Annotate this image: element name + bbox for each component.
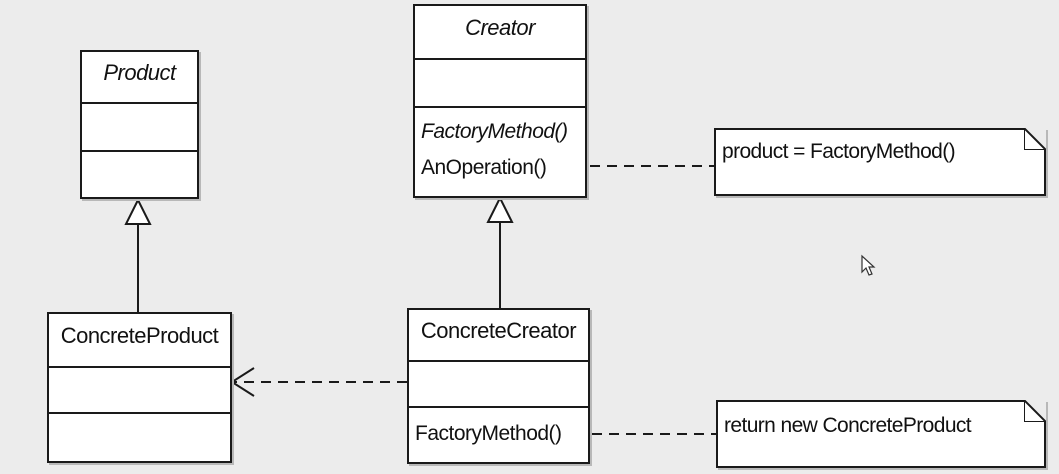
attributes-section-creator bbox=[415, 58, 585, 106]
class-name-product: Product bbox=[103, 60, 176, 85]
operations-section-creator: FactoryMethod() AnOperation() bbox=[415, 106, 585, 196]
generalization-arrowhead-creator bbox=[486, 195, 514, 223]
operation-anoperation: AnOperation() bbox=[421, 156, 547, 179]
class-name-concrete-creator: ConcreteCreator bbox=[420, 318, 577, 343]
attributes-section-concrete-creator bbox=[409, 360, 588, 406]
note-folded-corner-icon bbox=[1024, 128, 1046, 150]
operations-section-product bbox=[82, 150, 197, 197]
class-product: Product bbox=[80, 50, 199, 199]
class-creator: Creator FactoryMethod() AnOperation() bbox=[413, 4, 587, 198]
operation-factorymethod-abstract: FactoryMethod() bbox=[421, 120, 568, 143]
class-concrete-creator: ConcreteCreator FactoryMethod() bbox=[407, 308, 590, 464]
operations-section-concrete-product bbox=[49, 412, 230, 461]
note-text-factorymethod: return new ConcreteProduct bbox=[724, 414, 972, 437]
note-text-anoperation: product = FactoryMethod() bbox=[722, 140, 956, 163]
attributes-section-product bbox=[82, 102, 197, 150]
class-name-creator: Creator bbox=[465, 15, 535, 40]
attributes-section-concrete-product bbox=[49, 366, 230, 412]
generalization-arrowhead-product bbox=[124, 197, 152, 225]
note-anoperation: product = FactoryMethod() bbox=[714, 128, 1046, 196]
note-factorymethod: return new ConcreteProduct bbox=[716, 400, 1046, 468]
note-folded-corner-icon bbox=[1024, 400, 1046, 422]
class-name-concrete-product: ConcreteProduct bbox=[60, 323, 219, 348]
operations-section-concrete-creator: FactoryMethod() bbox=[409, 406, 588, 462]
operation-factorymethod: FactoryMethod() bbox=[415, 422, 562, 445]
mouse-pointer-icon bbox=[861, 254, 876, 276]
dependency-arrowhead bbox=[230, 367, 255, 397]
class-concrete-product: ConcreteProduct bbox=[47, 312, 232, 463]
